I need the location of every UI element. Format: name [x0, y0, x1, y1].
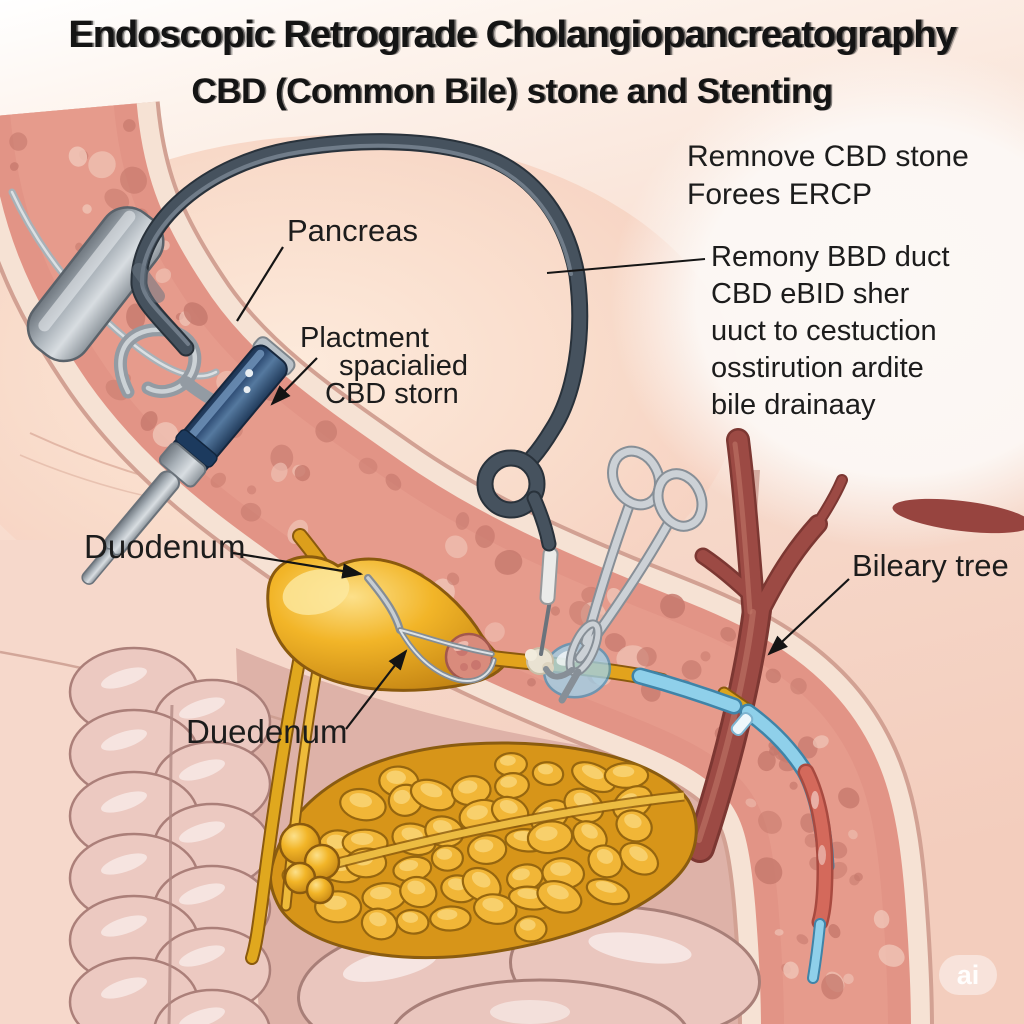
label-remove-duct-line3: uuct to cestuction: [711, 315, 937, 347]
page-title-line2: CBD (Common Bile) stone and Stenting: [191, 72, 833, 111]
biliary-tree-arrow: [767, 578, 850, 656]
endoscope-illustration: [8, 133, 589, 585]
label-remove-duct-line1: Remony BBD duct: [711, 241, 950, 273]
label-pancreas: Pancreas: [287, 213, 418, 248]
placement-arrow: [270, 357, 318, 406]
label-remove-duct-line5: bile drainaay: [711, 389, 876, 421]
leader-lines: [232, 246, 850, 730]
page-title-line1: Endoscopic Retrograde Cholangiopancreato…: [68, 14, 956, 56]
label-remove-duct: Remony BBD duct CBD eBID sher uuct to ce…: [711, 239, 950, 424]
label-remove-stone-line1: Remnove CBD stone: [687, 140, 969, 173]
sphincterotome-handle: [81, 336, 296, 585]
remove-duct-leader-line: [546, 258, 706, 274]
label-remove-duct-line2: CBD eBID sher: [711, 278, 910, 310]
stent-marker-sleeve: [730, 711, 754, 737]
label-biliary-tree: Bileary tree: [852, 548, 1009, 583]
label-duodenum-upper: Duodenum: [84, 528, 246, 565]
duodenum-arrow: [232, 551, 364, 579]
label-placement-line2: spacialied: [339, 350, 468, 382]
duedenum-arrow: [345, 649, 408, 730]
forceps-scissors: [543, 445, 708, 704]
label-remove-duct-line4: osstirution ardite: [711, 352, 924, 384]
pancreas-illustration: [268, 741, 698, 960]
catheter-sleeve: [539, 546, 559, 606]
intestines: [68, 646, 761, 1024]
endoscope-insertion-tube: [26, 206, 165, 363]
pancreas-leader-line: [236, 246, 284, 322]
label-remove-stone-line2: Forees ERCP: [687, 178, 873, 211]
label-placement-line3: CBD storn: [325, 378, 459, 410]
stone-basket-wires: [364, 574, 497, 684]
endoscope-cable: [130, 133, 589, 552]
liver-edge-vessel: [892, 498, 1024, 534]
ai-watermark-badge: ai: [939, 955, 997, 995]
label-remove-stone: Remnove CBD stone Forees ERCP: [687, 138, 969, 214]
label-duodenum-lower: Duedenum: [186, 713, 348, 750]
label-placement-line1: Plactment: [300, 322, 429, 354]
label-placement: Plactment spacialied CBD storn: [300, 322, 468, 410]
